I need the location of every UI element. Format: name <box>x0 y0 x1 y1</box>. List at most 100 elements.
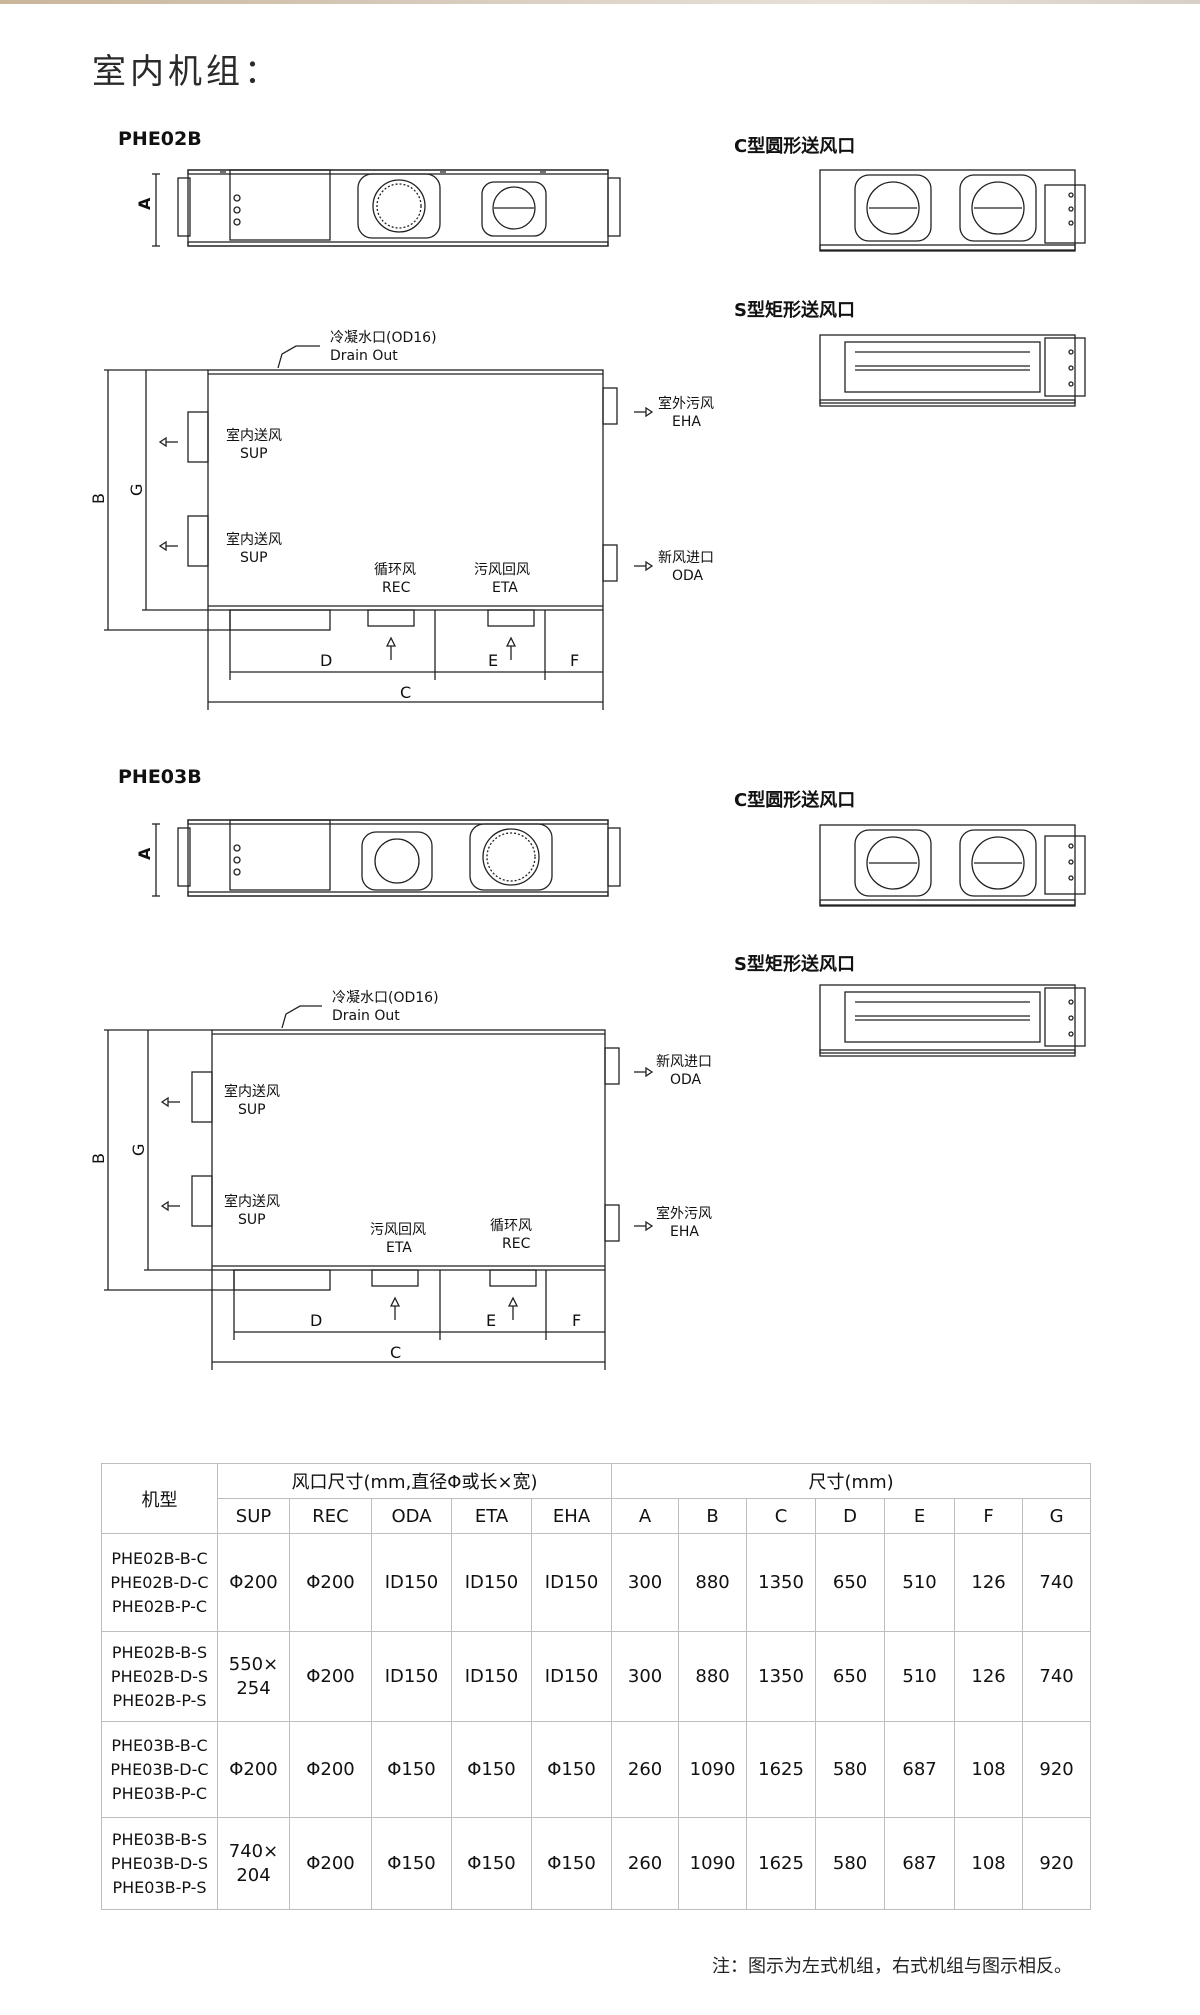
right-port-en-label-2: EHA <box>670 1224 699 1240</box>
port-cell-eha: Φ150 <box>530 1721 613 1818</box>
model-label-phe02b: PHE02B <box>118 128 202 150</box>
port-cell-sup: Φ200 <box>217 1721 290 1818</box>
size-cell-b: 1090 <box>678 1817 748 1910</box>
port-cell-oda: ID150 <box>371 1533 452 1632</box>
bottom-port-cn-label-2: 污风回风 <box>474 562 530 578</box>
header-port-rec: REC <box>289 1498 372 1534</box>
dim-c-label: C <box>390 1343 401 1362</box>
port-cell-sup: 740× 204 <box>217 1817 290 1910</box>
size-cell-g: 920 <box>1022 1721 1092 1818</box>
model-name: PHE03B-B-C <box>111 1735 208 1755</box>
header-port-sup: SUP <box>217 1498 290 1534</box>
header-size-e: E <box>884 1498 956 1534</box>
bottom-port-en-label-1: REC <box>382 580 411 596</box>
dim-g-label: G <box>127 484 146 496</box>
right-port-en-label-1: ODA <box>670 1072 702 1088</box>
size-cell-f: 108 <box>954 1817 1024 1910</box>
size-cell-c: 1350 <box>746 1631 817 1722</box>
right-port-cn-label-2: 新风进口 <box>658 550 714 566</box>
size-cell-c: 1350 <box>746 1533 817 1632</box>
size-cell-e: 687 <box>884 1721 956 1818</box>
size-cell-e: 687 <box>884 1817 956 1910</box>
model-name: PHE03B-B-S <box>111 1829 208 1849</box>
port-cell-rec: Φ200 <box>289 1817 372 1910</box>
model-name: PHE02B-D-S <box>110 1666 209 1686</box>
right-port-cn-label-2: 室外污风 <box>656 1205 712 1222</box>
bottom-port-en-label-2: REC <box>502 1236 531 1252</box>
size-cell-c: 1625 <box>746 1721 817 1818</box>
size-cell-f: 126 <box>954 1631 1024 1722</box>
dim-a-label: A <box>135 847 154 860</box>
port-cell-oda: Φ150 <box>371 1721 452 1818</box>
port-cell-eta: ID150 <box>451 1533 532 1632</box>
size-cell-d: 650 <box>815 1533 886 1632</box>
model-name: PHE02B-B-S <box>111 1642 208 1662</box>
model-name: PHE03B-D-C <box>110 1759 209 1779</box>
port-cell-eha: ID150 <box>530 1533 613 1632</box>
port-cell-oda: ID150 <box>371 1631 452 1722</box>
s-rect-outlet-drawing-2 <box>819 984 1086 1057</box>
c-round-outlet-drawing-2 <box>819 824 1086 907</box>
port-cell-eta: Φ150 <box>451 1721 532 1818</box>
plan-view-drawing-phe03b: B G D E F C 冷凝水口(OD16) Drain Out 室内送风 SU… <box>89 990 712 1370</box>
header-size-a: A <box>611 1498 680 1534</box>
size-cell-g: 920 <box>1022 1817 1092 1910</box>
port-cell-eta: ID150 <box>451 1631 532 1722</box>
header-model: 机型 <box>101 1463 218 1534</box>
dim-c-label: C <box>400 683 411 702</box>
header-size-b: B <box>678 1498 748 1534</box>
size-cell-a: 260 <box>611 1817 680 1910</box>
size-cell-a: 300 <box>611 1631 680 1722</box>
header-port-eta: ETA <box>451 1498 532 1534</box>
port-cell-rec: Φ200 <box>289 1721 372 1818</box>
sup-en-label-1: SUP <box>238 1102 266 1118</box>
size-cell-f: 108 <box>954 1721 1024 1818</box>
size-cell-f: 126 <box>954 1533 1024 1632</box>
port-cell-eha: ID150 <box>530 1631 613 1722</box>
sup-cn-label-2: 室内送风 <box>226 531 282 548</box>
sup-en-label-1: SUP <box>240 446 268 462</box>
dim-d-label: D <box>320 651 332 670</box>
dim-f-label: F <box>570 651 579 670</box>
right-port-cn-label-1: 新风进口 <box>656 1054 712 1070</box>
sup-cn-label-2: 室内送风 <box>224 1193 280 1210</box>
c-outlet-label-1: C型圆形送风口 <box>734 136 856 157</box>
footnote: 注：图示为左式机组，右式机组与图示相反。 <box>712 1956 1072 1977</box>
port-cell-sup: Φ200 <box>217 1533 290 1632</box>
model-name: PHE02B-B-C <box>111 1548 208 1568</box>
size-cell-e: 510 <box>884 1631 956 1722</box>
bottom-port-cn-label-1: 循环风 <box>374 562 416 578</box>
size-cell-d: 580 <box>815 1721 886 1818</box>
port-cell-eha: Φ150 <box>530 1817 613 1910</box>
model-name: PHE02B-P-C <box>111 1596 208 1616</box>
size-cell-b: 1090 <box>678 1721 748 1818</box>
port-cell-eta: Φ150 <box>451 1817 532 1910</box>
sup-en-label-2: SUP <box>240 550 268 566</box>
right-port-en-label-1: EHA <box>672 414 701 430</box>
header-size-group: 尺寸(mm) <box>611 1463 1092 1499</box>
header-size-c: C <box>746 1498 817 1534</box>
dim-a-label: A <box>135 197 154 210</box>
size-cell-c: 1625 <box>746 1817 817 1910</box>
model-name: PHE02B-P-S <box>112 1690 207 1710</box>
side-view-drawing-phe03b: A <box>135 819 621 897</box>
sup-en-label-2: SUP <box>238 1212 266 1228</box>
drain-en-label: Drain Out <box>330 348 398 364</box>
model-name: PHE03B-P-C <box>111 1783 208 1803</box>
dim-e-label: E <box>488 651 498 670</box>
model-cell: PHE02B-B-S PHE02B-D-S PHE02B-P-S <box>101 1631 218 1722</box>
sup-cn-label-1: 室内送风 <box>224 1083 280 1100</box>
header-port-eha: EHA <box>530 1498 613 1534</box>
model-cell: PHE03B-B-C PHE03B-D-C PHE03B-P-C <box>101 1721 218 1818</box>
header-size-d: D <box>815 1498 886 1534</box>
size-cell-a: 300 <box>611 1533 680 1632</box>
right-port-cn-label-1: 室外污风 <box>658 395 714 412</box>
header-size-g: G <box>1022 1498 1092 1534</box>
